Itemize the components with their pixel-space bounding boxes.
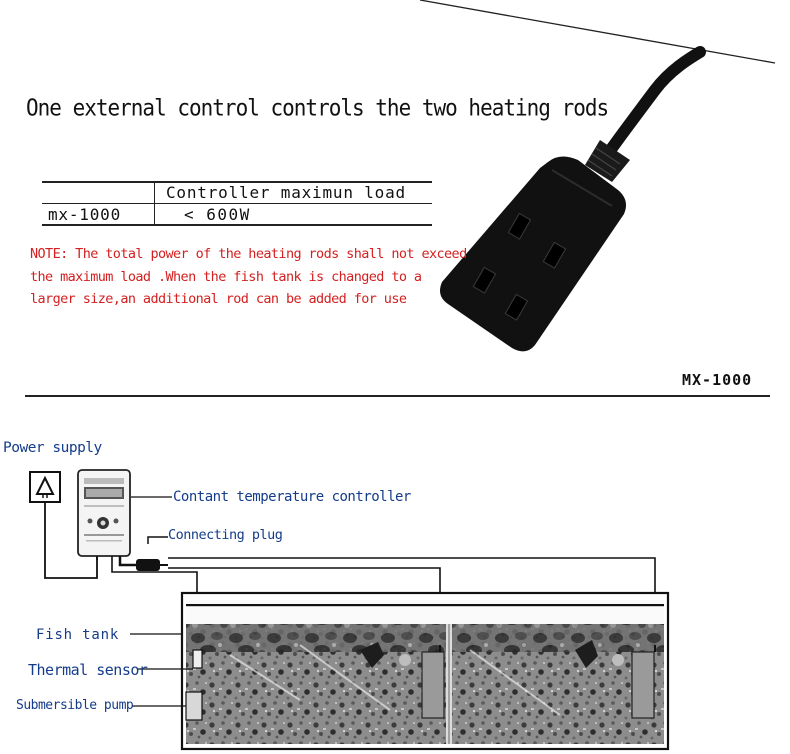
load-table-model: mx-1000 [48,205,122,224]
note-text: NOTE: The total power of the heating rod… [30,243,467,311]
connecting-plug [118,556,168,571]
cord-collar [585,140,630,182]
submersible-pump [185,691,203,721]
label-power-supply: Power supply [3,440,102,456]
fish-tank [180,591,670,751]
outlet-hole [504,293,529,321]
top-cable-line [419,0,776,64]
label-fish-tank: Fish tank [36,627,120,643]
load-table-value: < 600W [184,205,251,224]
heating-rod [631,651,655,719]
thermal-sensor-probe [192,649,203,669]
note-line: NOTE: The total power of the heating rod… [30,246,467,262]
temperature-controller-device [77,469,131,560]
note-line: larger size,an additional rod can be add… [30,291,407,307]
label-controller: Contant temperature controller [173,489,411,505]
outlet-hole [472,266,497,294]
load-table-header: Controller maximun load [166,183,406,202]
label-submersible-pump: Submersible pump [16,698,134,713]
heating-rod [421,651,445,719]
note-line: the maximum load .When the fish tank is … [30,268,422,285]
outlet-hole [507,212,532,240]
load-table: Controller maximun load mx-1000 < 600W [42,180,432,226]
label-thermal-sensor: Thermal sensor [28,661,148,679]
power-cord [606,46,706,154]
headline: One external control controls the two he… [26,94,609,121]
outlet-hole [542,241,567,269]
section-divider [25,395,770,397]
socket-block [440,156,626,352]
power-socket-icon [29,471,61,503]
model-label: MX-1000 [682,371,753,389]
label-connecting-plug: Connecting plug [168,527,283,543]
